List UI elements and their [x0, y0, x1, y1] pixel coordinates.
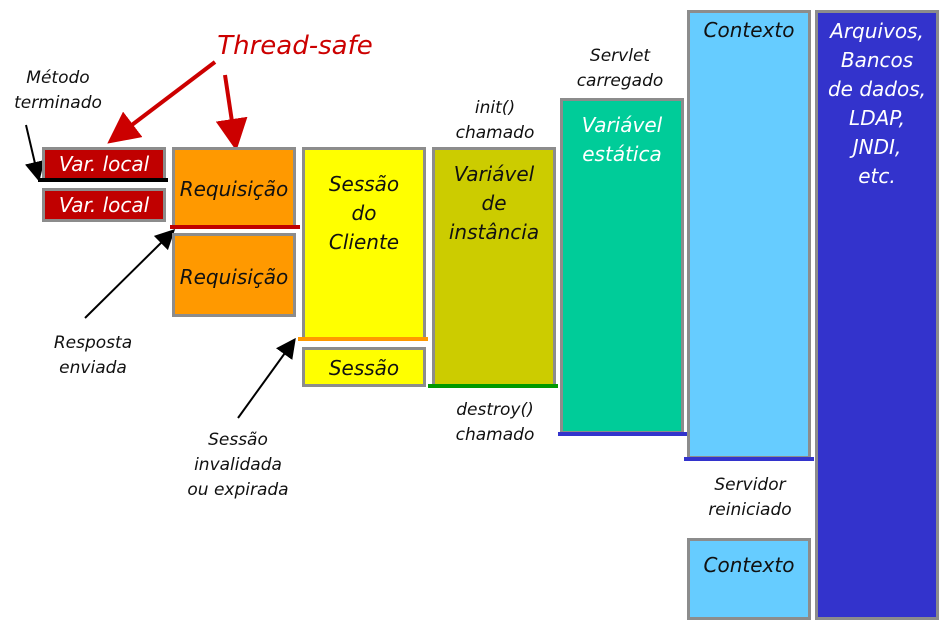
init-chamado-label: init() chamado — [445, 96, 545, 146]
label-line: invalidada — [194, 455, 282, 475]
resposta-enviada-label: Resposta enviada — [38, 331, 148, 381]
variavel-instancia-text: Variável de instância — [435, 160, 553, 247]
label-line: Servlet — [589, 46, 651, 66]
contexto-box-1: Contexto — [687, 10, 811, 459]
var-local-text: Var. local — [58, 152, 150, 176]
label-line: destroy() — [456, 400, 534, 420]
text-line: instância — [448, 220, 540, 244]
label-line: chamado — [455, 123, 535, 143]
requisicao-text: Requisição — [179, 177, 289, 201]
label-line: Servidor — [714, 475, 786, 495]
sessao-invalidada-label: Sessão invalidada ou expirada — [178, 428, 298, 503]
instancia-end-line — [428, 384, 558, 388]
recursos-text: Arquivos, Bancos de dados, LDAP, JNDI, e… — [818, 17, 936, 191]
requisicao-text: Requisição — [179, 265, 289, 289]
metodo-terminado-label: Método terminado — [8, 66, 108, 116]
contexto-box-2: Contexto — [687, 538, 811, 620]
requisicao-end-line — [170, 225, 300, 229]
estatica-end-line — [558, 432, 688, 436]
text-line: JNDI, — [852, 135, 902, 159]
requisicao-box-2: Requisição — [172, 233, 296, 317]
variavel-estatica-text: Variável estática — [563, 111, 681, 169]
sessao-end-line — [298, 337, 428, 341]
text-line: de — [481, 191, 507, 215]
text-line: LDAP, — [849, 106, 905, 130]
sessao-box: Sessão — [302, 347, 426, 387]
requisicao-box-1: Requisição — [172, 147, 296, 229]
text-line: etc. — [858, 164, 896, 188]
text-line: Arquivos, — [830, 19, 924, 43]
text-line: de dados, — [827, 77, 927, 101]
label-line: ou expirada — [187, 480, 289, 500]
contexto-text: Contexto — [703, 553, 795, 577]
thread-safe-title: Thread-safe — [217, 31, 373, 61]
label-line: chamado — [455, 425, 535, 445]
text-line: Variável — [453, 162, 535, 186]
label-line: terminado — [14, 93, 102, 113]
resposta-arrow — [84, 228, 176, 319]
label-line: Resposta — [53, 333, 133, 353]
var-local-text: Var. local — [58, 193, 150, 217]
sessao-cliente-text: Sessão do Cliente — [305, 170, 423, 257]
destroy-chamado-label: destroy() chamado — [440, 398, 550, 448]
variavel-instancia-box: Variável de instância — [432, 147, 556, 387]
text-line: Cliente — [328, 230, 400, 254]
var-local-box-1: Var. local — [42, 147, 166, 181]
var-local-box-2: Var. local — [42, 188, 166, 222]
label-line: Método — [26, 68, 90, 88]
servlet-carregado-label: Servlet carregado — [565, 44, 675, 94]
metodo-arrow — [24, 124, 45, 182]
sessao-arrow — [237, 337, 296, 419]
var-local-end-line — [38, 178, 168, 182]
variavel-estatica-box: Variável estática — [560, 98, 684, 434]
label-line: carregado — [576, 71, 664, 91]
label-line: init() — [474, 98, 516, 118]
sessao-cliente-box: Sessão do Cliente — [302, 147, 426, 341]
label-line: enviada — [59, 358, 127, 378]
recursos-box: Arquivos, Bancos de dados, LDAP, JNDI, e… — [815, 10, 939, 620]
text-line: do — [351, 201, 377, 225]
thread-safe-arrow-left — [107, 60, 217, 144]
text-line: Sessão — [328, 172, 400, 196]
contexto-end-line — [684, 457, 814, 461]
text-line: estática — [582, 142, 662, 166]
sessao-text: Sessão — [328, 356, 400, 380]
label-line: Sessão — [208, 430, 268, 450]
thread-safe-arrow-right — [215, 74, 248, 151]
contexto-text: Contexto — [703, 18, 795, 42]
servidor-reiniciado-label: Servidor reiniciado — [690, 473, 810, 523]
label-line: reiniciado — [708, 500, 792, 520]
text-line: Variável — [581, 113, 663, 137]
text-line: Bancos — [840, 48, 914, 72]
